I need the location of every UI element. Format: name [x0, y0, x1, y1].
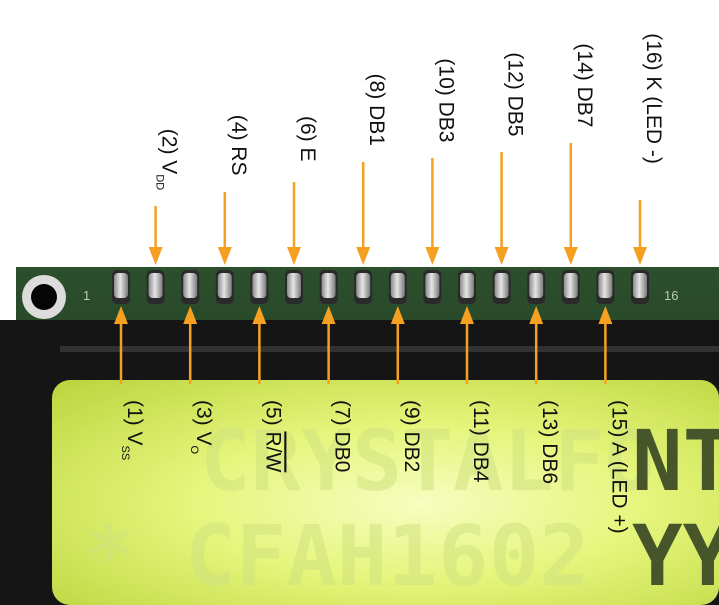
pin-arrow-down	[494, 152, 509, 265]
header-pin	[319, 270, 338, 304]
header-pin	[596, 270, 615, 304]
pin-name: DB0	[331, 432, 354, 473]
header-pin	[388, 270, 407, 304]
pin-name: A (LED +)	[607, 442, 630, 534]
pin-label: (11) DB4	[469, 400, 492, 483]
pin-number: (2)	[158, 129, 181, 161]
pin-label: (2) VDD	[154, 129, 181, 190]
pin-number: (5)	[261, 400, 284, 432]
pin-number: (13)	[538, 400, 561, 443]
pin-label: (3) VO	[188, 400, 215, 455]
pin-label: (6) E	[296, 116, 319, 162]
pin-number: (10)	[434, 58, 457, 101]
pin-name: E	[296, 148, 319, 162]
pin-number: (3)	[192, 400, 215, 432]
pin-name: DB3	[434, 102, 457, 143]
header-pin	[458, 270, 476, 304]
pin-name: DB1	[365, 105, 388, 146]
lcd-line2-faded: * CFAH1602	[84, 507, 590, 605]
pin-arrow-down	[217, 192, 232, 265]
pin-arrow-up	[460, 306, 474, 384]
pin-name: R/W	[261, 432, 284, 473]
pin1-marker: 1	[83, 288, 90, 303]
pin-number: (1)	[123, 400, 146, 432]
pin-name: V	[192, 432, 215, 446]
pin-label: (15) A (LED +)	[607, 400, 630, 534]
header-pin	[527, 270, 546, 304]
pin-label: (9) DB2	[400, 400, 423, 472]
pin-arrow-down	[633, 200, 647, 265]
header-pin	[561, 270, 580, 304]
pin-number: (9)	[400, 400, 423, 432]
pin-number: (12)	[504, 52, 527, 95]
pin-arrow-up	[114, 306, 128, 384]
pin-arrows	[114, 143, 647, 384]
header-pin	[423, 270, 442, 304]
header-pin	[354, 270, 373, 304]
pin-arrow-down	[287, 182, 301, 265]
pin-arrow-up	[598, 306, 613, 384]
pin-labels: (2) VDD(4) RS(6) E(8) DB1(10) DB3(12) DB…	[119, 33, 665, 533]
pin-arrow-down	[356, 162, 371, 265]
pin-arrow-up	[529, 306, 544, 384]
pin-name: RS	[227, 146, 250, 175]
header-pin	[492, 270, 511, 304]
pin-label: (13) DB6	[538, 400, 561, 484]
pin-label: (8) DB1	[365, 74, 388, 146]
lcd-line2-dark: YY	[632, 507, 719, 605]
pin-arrow-up	[390, 306, 405, 384]
lcd-window	[52, 380, 719, 605]
pin-arrow-down	[148, 206, 163, 265]
pin-number: (15)	[607, 400, 630, 442]
pin-number: (6)	[296, 116, 319, 148]
pin-number: (8)	[365, 74, 388, 106]
lcd-line1-faded: CRYSTALFO	[200, 412, 655, 510]
header-pin	[112, 270, 130, 304]
lcd-characters: CRYSTALFO NT * CFAH1602 YY	[84, 412, 719, 605]
bezel-highlight	[60, 346, 719, 352]
pin16-marker: 16	[664, 288, 678, 303]
pin-name: DB2	[400, 432, 423, 473]
header-pin	[215, 270, 234, 304]
pin-arrow-up	[252, 306, 267, 384]
header-pin	[285, 270, 303, 304]
pin-label: (1) VSS	[119, 400, 146, 460]
pin-subscript: DD	[154, 174, 166, 190]
pin-name: V	[123, 432, 146, 446]
pin-label: (12) DB5	[504, 52, 527, 136]
pin-name: DB5	[504, 96, 527, 137]
pin-number: (4)	[227, 115, 250, 147]
pin-number: (14)	[573, 43, 596, 86]
pin-arrow-down	[563, 143, 578, 265]
pin-number: (16)	[642, 33, 665, 76]
pin-arrow-down	[425, 158, 440, 265]
pin-label: (10) DB3	[434, 58, 457, 142]
pin-arrow-up	[321, 306, 336, 384]
header-pin	[250, 270, 269, 304]
pin-label: (5) R/W	[261, 400, 284, 473]
pin-label: (7) DB0	[331, 400, 354, 472]
lcd-line1-dark: NT	[632, 412, 719, 510]
pin-arrow-up	[183, 306, 198, 384]
header-pins	[112, 270, 649, 304]
pin-label: (16) K (LED -)	[642, 33, 665, 164]
pin-subscript: SS	[119, 446, 131, 461]
pin-label: (14) DB7	[573, 43, 596, 127]
pin-name: DB4	[469, 442, 492, 483]
pin-number: (7)	[331, 400, 354, 432]
mounting-hole-inner	[31, 284, 57, 310]
header-pin	[631, 270, 649, 304]
pin-name: V	[158, 160, 181, 174]
header-pin	[181, 270, 200, 304]
pin-name: K (LED -)	[642, 76, 665, 164]
pin-name: DB6	[538, 443, 561, 484]
pin-number: (11)	[469, 400, 492, 442]
pin-label: (4) RS	[227, 115, 250, 176]
header-pin	[146, 270, 165, 304]
pin-subscript: O	[188, 446, 200, 455]
pin-name: DB7	[573, 87, 596, 128]
